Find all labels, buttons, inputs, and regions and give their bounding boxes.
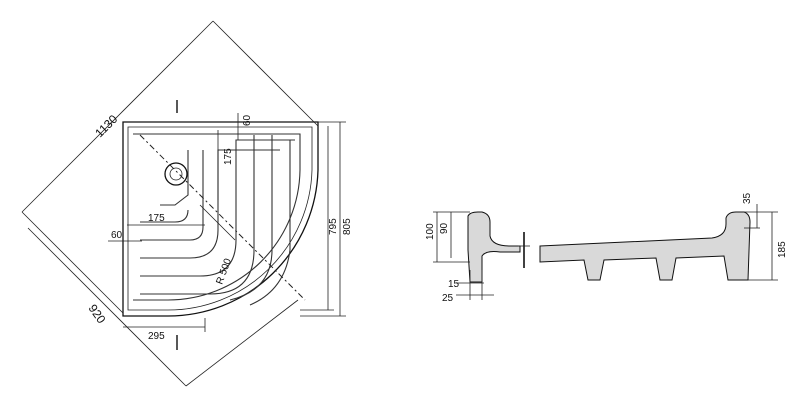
section-left-part [467,211,521,283]
dim-1130-line [21,20,214,213]
dim-920-line [27,227,187,387]
dim-35-label: 35 [742,192,753,204]
section-view: 100 90 15 25 35 185 [425,192,788,304]
section-right-part [539,211,751,281]
dim-90-label: 90 [439,222,450,234]
dim-185-label: 185 [777,241,788,258]
drain-inner [169,167,183,181]
dim-r500-leader [199,204,236,241]
dim-100-label: 100 [425,223,436,240]
tray-outline [122,121,319,317]
dim-25-label: 25 [442,293,454,304]
tray-ribs [133,133,301,306]
dim-15-label: 15 [448,279,460,290]
dim-295-label: 295 [148,331,165,342]
dim-1130-label: 1130 [92,112,120,140]
dim-175-v-label: 175 [223,148,234,165]
dim-795-label: 795 [328,218,339,235]
plan-view: 1130 920 795 805 295 175 60 175 60 R 500 [21,20,353,387]
drain-outer [164,162,188,186]
dim-805-label: 805 [342,218,353,235]
diagonal-center-line [139,134,306,301]
dim-r500-label: R 500 [214,257,234,286]
dim-60-top-label: 60 [242,114,253,126]
dim-60-left-label: 60 [111,230,123,241]
dim-175-h-label: 175 [148,213,165,224]
tray-inner-rim [127,126,313,311]
